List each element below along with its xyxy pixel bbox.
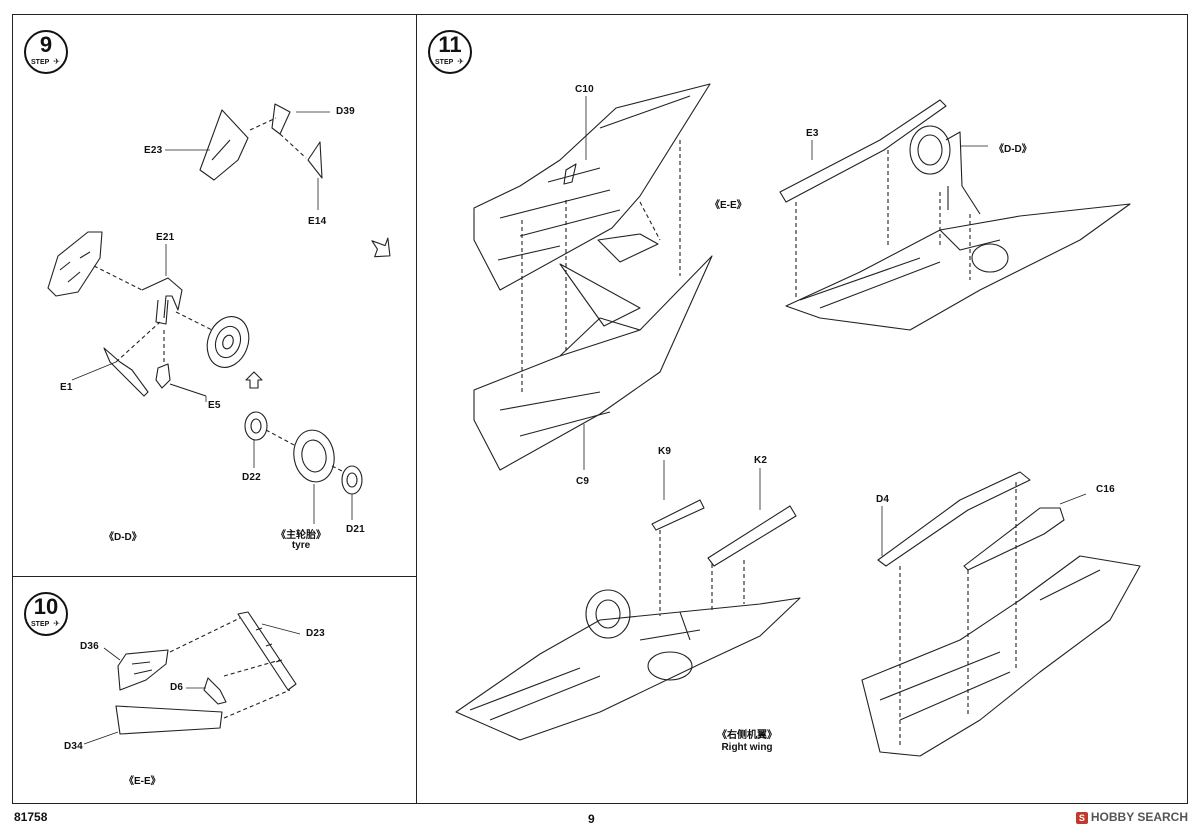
arrow-diag-drawing bbox=[371, 237, 391, 258]
wing-bottom-left-drawing bbox=[455, 597, 801, 741]
step-9-badge: 9 STEP ✈ bbox=[24, 30, 68, 74]
part-d34-drawing bbox=[115, 705, 223, 735]
part-label-e14: E14 bbox=[308, 216, 327, 227]
callout-e-e: 《E-E》 bbox=[710, 200, 747, 211]
main-wheel-drawing bbox=[206, 316, 250, 368]
right-wing-caption-cn: 《右侧机翼》 bbox=[717, 730, 777, 741]
part-label-d6: D6 bbox=[170, 682, 184, 693]
part-e14-drawing bbox=[307, 141, 323, 179]
kit-number: 81758 bbox=[14, 810, 48, 824]
plane-icon: ✈ bbox=[53, 57, 60, 66]
part-e23-drawing bbox=[199, 109, 249, 181]
step-9-number: 9 bbox=[39, 32, 53, 57]
wing-bottom-right-drawing bbox=[861, 555, 1141, 757]
part-label-e3: E3 bbox=[806, 128, 819, 139]
step-10-number: 10 bbox=[33, 594, 59, 619]
tyre-caption-cn: 《主轮胎》 bbox=[276, 530, 326, 541]
step-11-badge: 11 STEP ✈ bbox=[428, 30, 472, 74]
plane-icon: ✈ bbox=[53, 619, 60, 628]
part-label-d23: D23 bbox=[306, 628, 325, 639]
part-ee-insert-drawing bbox=[597, 233, 659, 263]
part-label-k9: K9 bbox=[658, 446, 672, 457]
right-wing-caption-en: Right wing bbox=[721, 742, 773, 753]
part-e3-drawing bbox=[779, 99, 947, 203]
part-label-d21: D21 bbox=[346, 524, 365, 535]
tyre-drawing bbox=[293, 429, 335, 483]
step11-panel bbox=[416, 14, 1188, 804]
part-label-d4: D4 bbox=[876, 494, 890, 505]
part-label-c9: C9 bbox=[576, 476, 590, 487]
part-d23-drawing bbox=[237, 611, 297, 691]
part-label-d36: D36 bbox=[80, 641, 99, 652]
part-label-e21: E21 bbox=[156, 232, 175, 243]
part-d39-drawing bbox=[271, 103, 291, 135]
wing-assembly-right-drawing bbox=[785, 203, 1131, 331]
part-label-c16: C16 bbox=[1096, 484, 1115, 495]
part-k9-drawing bbox=[651, 499, 705, 531]
part-label-d22: D22 bbox=[242, 472, 261, 483]
step-10-badge: 10 STEP ✈ bbox=[24, 592, 68, 636]
arrow-up-drawing bbox=[245, 371, 263, 389]
part-label-e5: E5 bbox=[208, 400, 221, 411]
step-9-word: STEP bbox=[31, 59, 50, 66]
step-11-number: 11 bbox=[438, 32, 462, 57]
step-11-word: STEP bbox=[435, 59, 454, 66]
part-d36-drawing bbox=[117, 649, 169, 691]
part-label-c10: C10 bbox=[575, 84, 594, 95]
view-caption-e-e: 《E-E》 bbox=[124, 776, 161, 787]
wing-gear-drawing bbox=[585, 589, 631, 639]
part-label-d34: D34 bbox=[64, 741, 83, 752]
wing-lower-section-drawing bbox=[473, 255, 713, 471]
part-label-k2: K2 bbox=[754, 455, 768, 466]
step-10-word: STEP bbox=[31, 621, 50, 628]
part-label-e1: E1 bbox=[60, 382, 73, 393]
plane-icon: ✈ bbox=[457, 57, 464, 66]
watermark-text: HOBBY SEARCH bbox=[1090, 810, 1188, 824]
view-caption-d-d: 《D-D》 bbox=[104, 532, 142, 543]
gear-d-d-drawing bbox=[909, 125, 951, 175]
watermark-logo-icon: S bbox=[1075, 811, 1088, 824]
part-d4-drawing bbox=[877, 471, 1031, 567]
part-e1-drawing bbox=[103, 347, 149, 397]
page-number: 9 bbox=[588, 812, 595, 826]
part-bay-door-drawing bbox=[47, 231, 103, 297]
part-e5-drawing bbox=[155, 363, 171, 389]
part-d6-drawing bbox=[203, 677, 227, 705]
part-label-e23: E23 bbox=[144, 145, 163, 156]
part-d21-drawing bbox=[341, 465, 363, 495]
callout-d-d: 《D-D》 bbox=[994, 144, 1032, 155]
tyre-caption-en: tyre bbox=[291, 540, 311, 551]
part-c16-drawing bbox=[963, 507, 1065, 571]
part-label-d39: D39 bbox=[336, 106, 355, 117]
part-e21-drawing bbox=[141, 277, 183, 319]
wing-upper-section-drawing bbox=[473, 83, 711, 291]
part-d22-drawing bbox=[244, 411, 268, 441]
part-k2-drawing bbox=[707, 505, 797, 567]
